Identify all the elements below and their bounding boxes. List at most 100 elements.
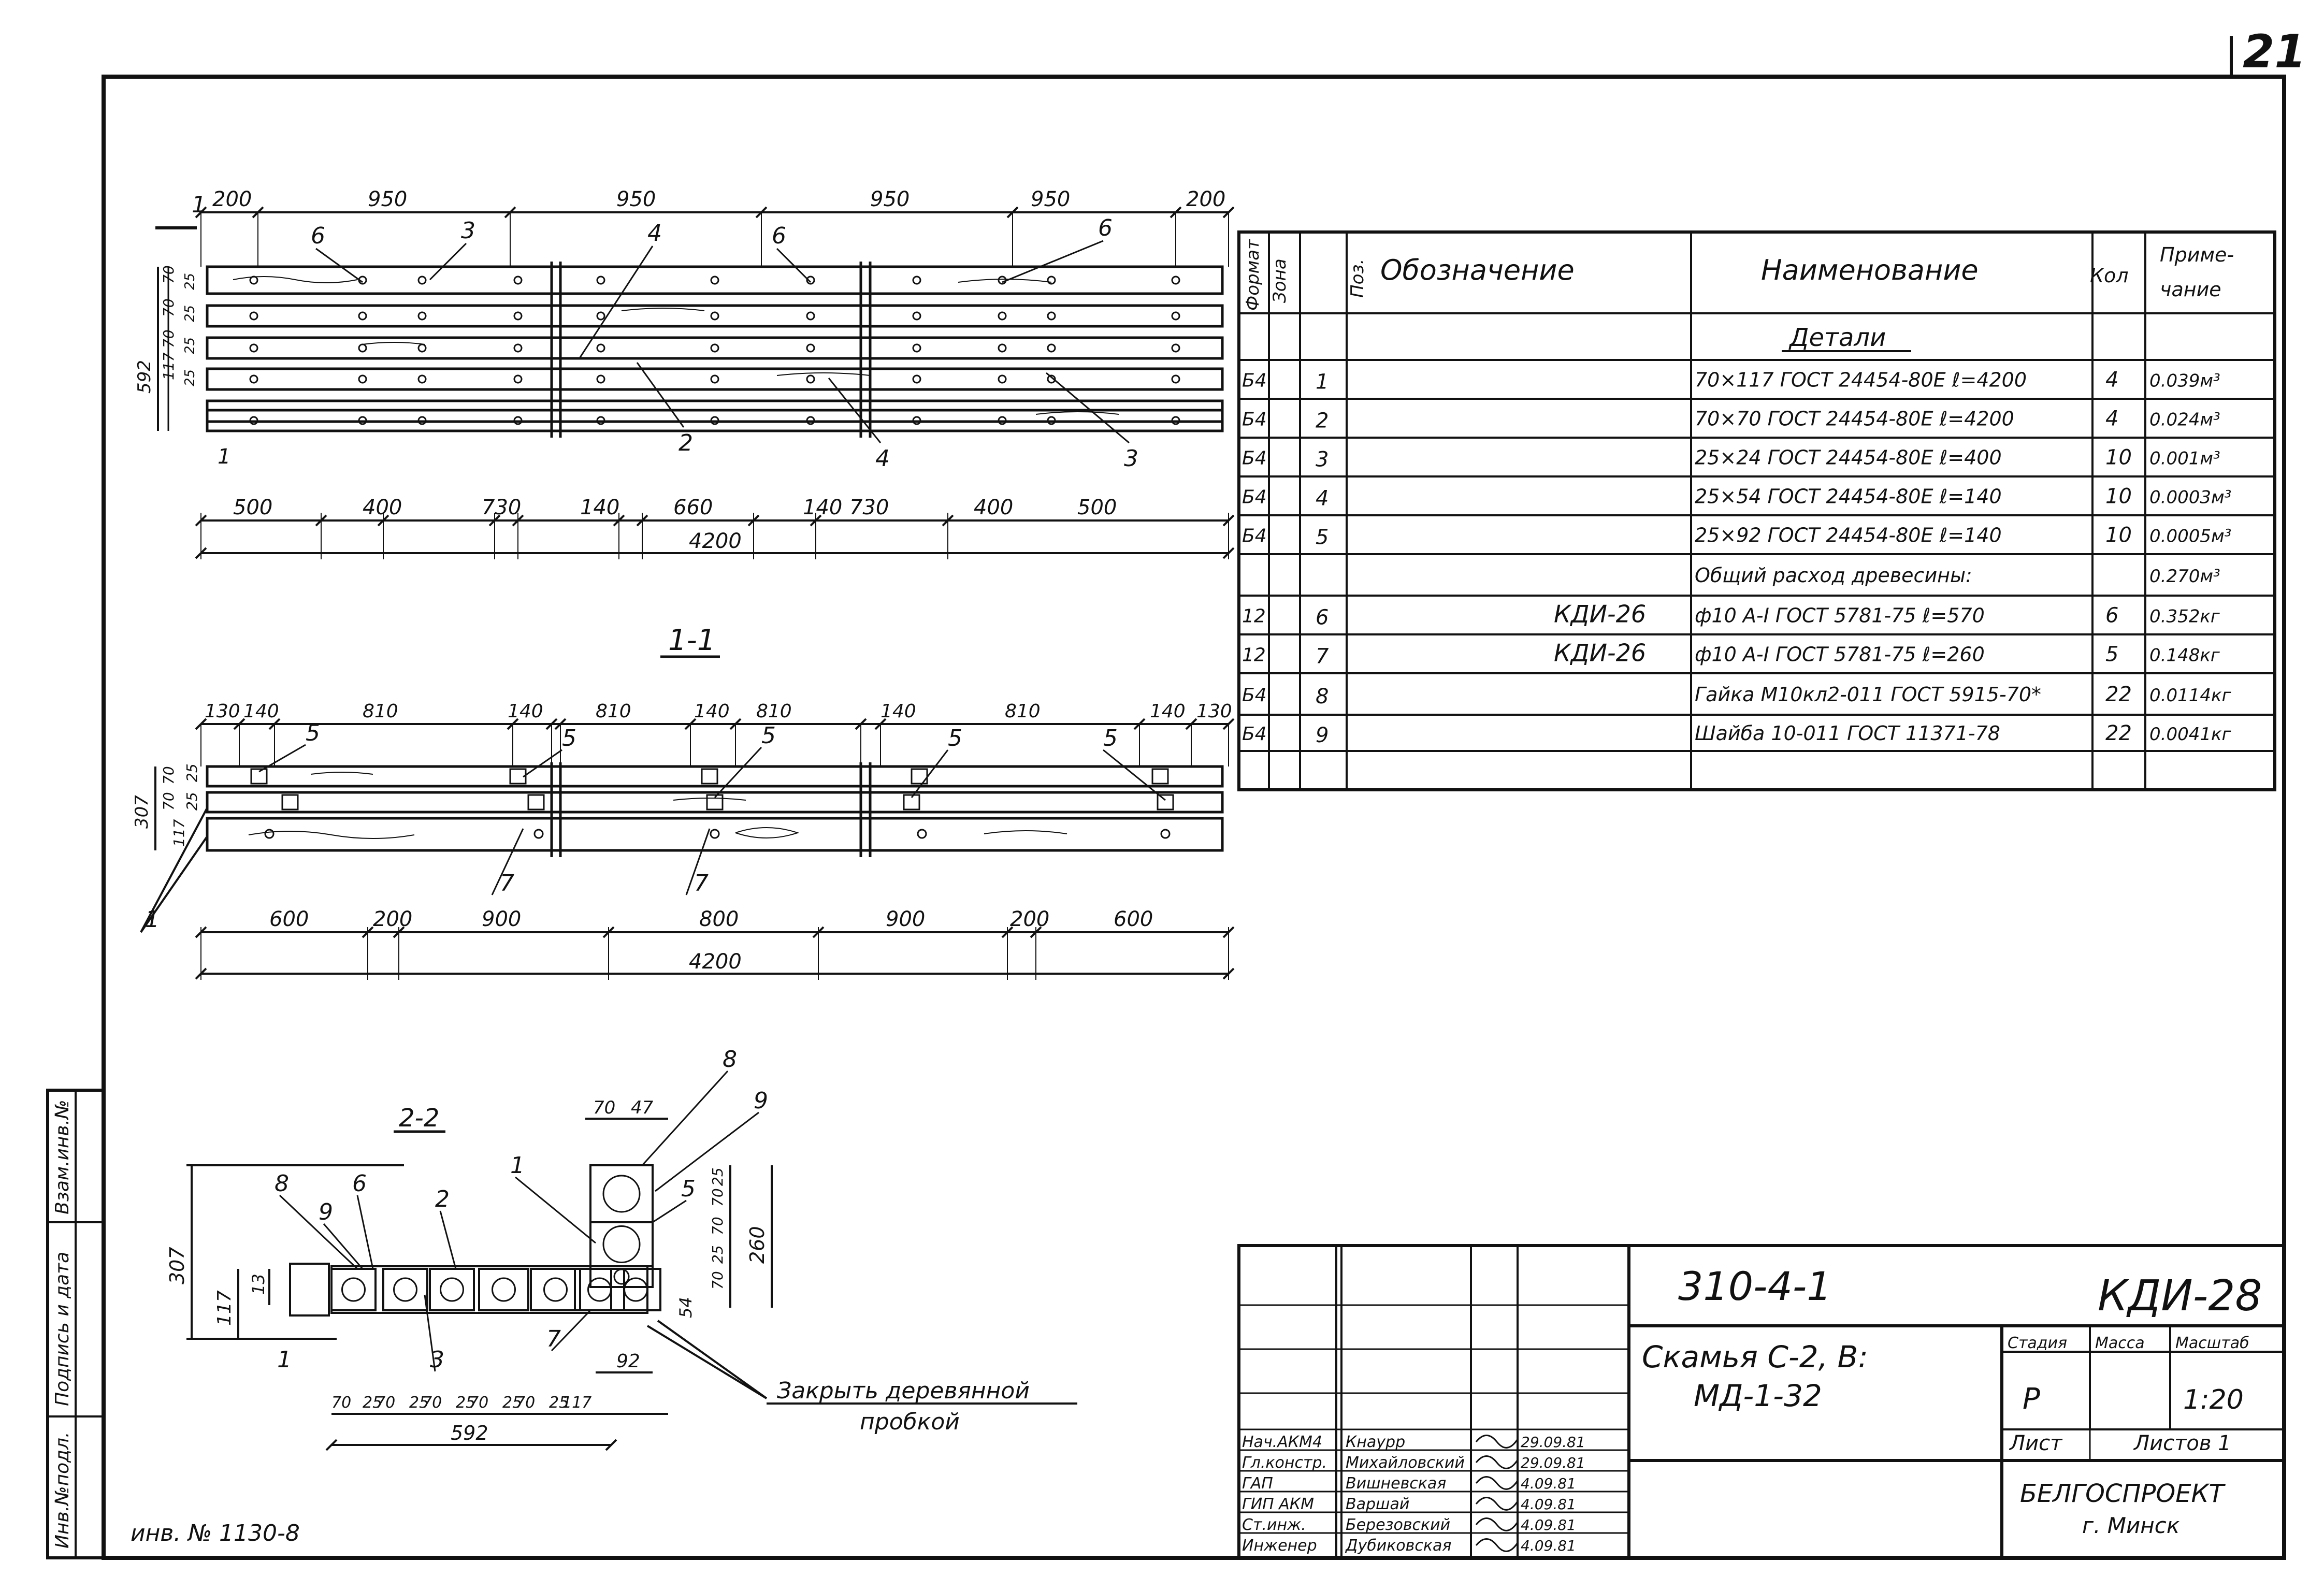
plan-grain	[233, 276, 1119, 415]
tb-signature-name: Дубиковская	[1345, 1537, 1451, 1555]
s11-callout-label: 5	[306, 720, 320, 746]
s22-seat-block	[530, 1268, 581, 1311]
plan-bolt	[710, 374, 719, 384]
s22-seat-grain	[587, 1277, 612, 1302]
tb-signature-role: ГИП АКМ	[1242, 1495, 1314, 1513]
tb-signature-name: Михайловский	[1346, 1454, 1465, 1472]
plan-callout-leader	[429, 242, 467, 281]
plan-bolt	[358, 416, 367, 425]
section-1-1-total-dim: 4200	[689, 950, 742, 974]
section-1-1-leader-left	[140, 835, 208, 933]
s11-callout-label: 5	[1103, 725, 1118, 751]
spec-cell-format: Б4	[1242, 685, 1267, 706]
spec-header-zone: Зона	[1269, 258, 1290, 303]
plan-bottom-dim-label: 660	[673, 496, 713, 519]
s11-callout-label: 5	[562, 725, 576, 751]
plan-bolt	[1047, 374, 1056, 384]
spec-header-note-1: Приме-	[2160, 243, 2234, 266]
s22-callout-label: 8	[723, 1046, 737, 1073]
tb-signature-mark	[1475, 1435, 1519, 1449]
tb-signature-mark	[1475, 1517, 1519, 1531]
s22-right-dim-label: 70	[709, 1188, 726, 1207]
spec-cell-name: ф10 А-I ГОСТ 5781-75 ℓ=570	[1695, 604, 1985, 627]
plan-board-6	[206, 409, 1224, 432]
tb-signature-name: Варшай	[1346, 1495, 1409, 1513]
s22-seat-block	[429, 1268, 475, 1311]
tb-signature-role: Инженер	[1242, 1537, 1317, 1555]
tb-signature-mark	[1475, 1538, 1519, 1552]
s22-callout-label: 5	[681, 1176, 696, 1202]
spec-cell-note: 0.039м³	[2149, 371, 2220, 392]
s11-left-dim-label: 25	[183, 763, 200, 782]
spec-cell-pos: 8	[1316, 685, 1329, 708]
plan-bolt	[596, 311, 605, 321]
plan-callout-label: 4	[875, 445, 890, 472]
side-stamp-replace: Взам.инв.№	[52, 1100, 73, 1214]
s11-top-dim-label: 130	[205, 701, 240, 722]
s22-seat-grain	[492, 1277, 516, 1302]
tb-signature-date: 4.09.81	[1521, 1496, 1576, 1513]
spec-cell-name: Гайка М10кл2-011 ГОСТ 5915-70*	[1695, 683, 2041, 706]
s11-top-dim-label: 810	[756, 701, 792, 722]
section-2-2-top-dim-70: 70	[593, 1097, 615, 1118]
s22-callout-label: 9	[754, 1088, 768, 1114]
s11-bolt-plate	[706, 794, 724, 811]
spec-cell-name: 25×24 ГОСТ 24454-80Е ℓ=400	[1695, 446, 2002, 469]
spec-cell-format: Б4	[1242, 724, 1267, 745]
title-block-scale-label: Масштаб	[2175, 1334, 2249, 1352]
s11-top-dim-label: 140	[243, 701, 279, 722]
section-2-2-note-leader-2	[657, 1320, 768, 1399]
s22-callout-label: 2	[435, 1186, 450, 1212]
s11-bolt-plate	[281, 794, 299, 811]
spec-cell-format: 12	[1242, 606, 1266, 627]
plan-bolt	[912, 343, 921, 353]
s22-callout-leader	[323, 1223, 364, 1269]
s11-bottom-dim-label: 600	[269, 907, 309, 931]
tb-signature-date: 4.09.81	[1521, 1537, 1576, 1554]
plan-bolt	[417, 276, 427, 285]
s22-right-dim-label: 70	[709, 1217, 726, 1235]
side-stamp-signature: Подпись и дата	[52, 1252, 73, 1406]
spec-cell-name: Общий расход древесины:	[1695, 564, 1972, 587]
plan-bolt	[710, 343, 719, 353]
section-2-2-note-leader	[646, 1325, 768, 1399]
s22-back-block	[589, 1265, 654, 1288]
s22-back-block	[589, 1164, 654, 1223]
plan-callout-leader	[1046, 372, 1130, 444]
s22-back-grain	[602, 1225, 641, 1263]
plan-bolt	[806, 343, 815, 353]
plan-callout-label: 6	[311, 223, 325, 249]
s11-left-dim-label: 117	[170, 819, 187, 847]
tb-signature-role: ГАП	[1242, 1474, 1273, 1493]
s22-seat-grain	[543, 1277, 568, 1302]
spec-table-border	[1237, 230, 2276, 791]
title-block-stage-label: Стадия	[2008, 1334, 2067, 1352]
spec-cell-note: 0.0003м³	[2149, 487, 2231, 508]
spec-header-format: Формат	[1243, 239, 1263, 311]
spec-cell-name: Шайба 10-011 ГОСТ 11371-78	[1695, 722, 2000, 745]
side-stamp-inv: Инв.№подл.	[52, 1432, 73, 1549]
title-block-sheet-label: Лист	[2009, 1431, 2063, 1455]
s22-bottom-dim-label: 70	[422, 1394, 442, 1412]
plan-callout-leader	[776, 248, 812, 283]
s22-callout-leader	[279, 1194, 358, 1270]
plan-board-4	[206, 367, 1224, 391]
plan-bolt	[417, 311, 427, 321]
s11-top-dim-label: 130	[1196, 701, 1232, 722]
s11-callout-leader	[1103, 749, 1166, 801]
plan-left-dim-total: 592	[134, 360, 155, 394]
tb-signature-name: Березовский	[1346, 1516, 1450, 1534]
s22-right-dim-label: 25	[709, 1167, 726, 1186]
plan-top-dim-label: 950	[1031, 187, 1070, 211]
s11-bottom-dim-label: 200	[1010, 907, 1049, 931]
s22-callout-label: 9	[319, 1199, 333, 1225]
plan-bolt	[806, 416, 815, 425]
s22-callout-leader	[655, 1111, 759, 1192]
plan-callout-label: 4	[647, 220, 662, 247]
s22-seat-grain	[393, 1277, 417, 1302]
plan-bolt	[417, 343, 427, 353]
s22-callout-leader	[652, 1199, 687, 1223]
plan-bottom-dim-label: 140	[580, 496, 619, 519]
